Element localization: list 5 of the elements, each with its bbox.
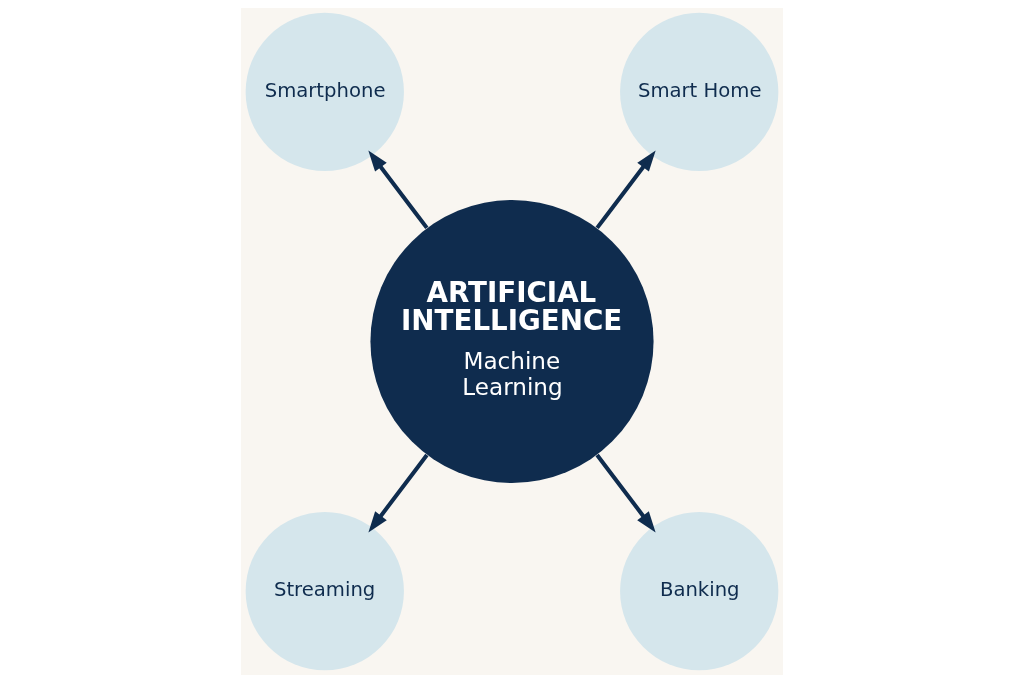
arrow bbox=[595, 150, 656, 230]
arrow bbox=[595, 453, 656, 533]
arrow bbox=[368, 150, 429, 230]
node-circle: ARTIFICIAL INTELLIGENCE Machine Learning bbox=[370, 199, 654, 484]
arrow bbox=[368, 453, 429, 533]
